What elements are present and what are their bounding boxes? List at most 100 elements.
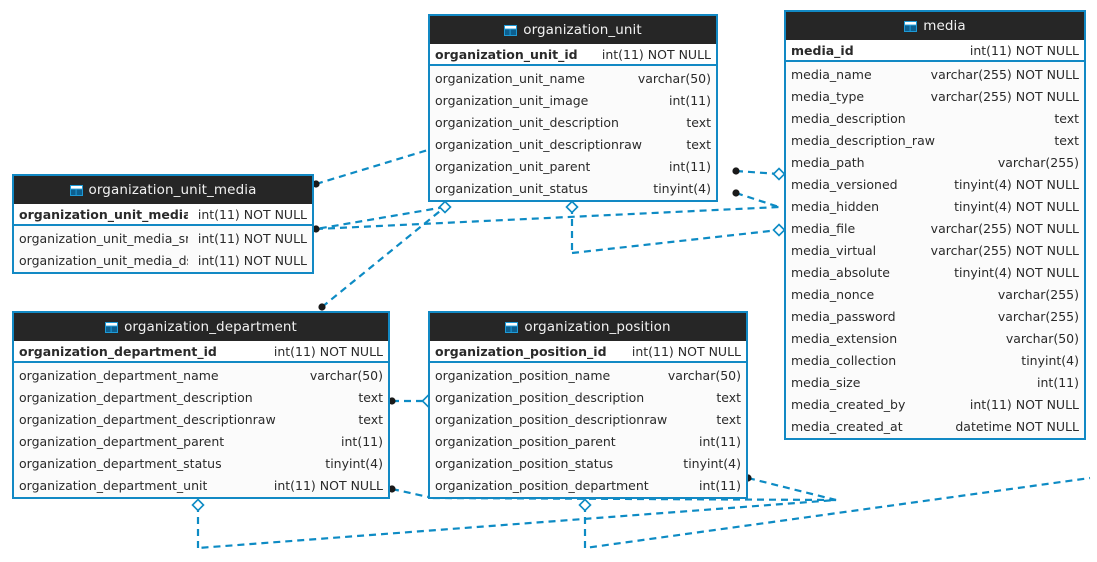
- field-name: media_file: [791, 220, 856, 236]
- field-name: media_size: [791, 374, 861, 390]
- field-row[interactable]: media_file varchar(255) NOT NULL: [786, 217, 1084, 239]
- field-name: organization_position_parent: [435, 433, 616, 449]
- table-icon: [904, 20, 918, 32]
- field-name: organization_unit_name: [435, 70, 585, 86]
- field-name: organization_department_descriptionraw: [19, 411, 276, 427]
- field-row[interactable]: organization_department_unit int(11) NOT …: [14, 474, 388, 496]
- field-type: varchar(50): [309, 367, 383, 383]
- field-type: varchar(255) NOT NULL: [930, 220, 1079, 236]
- field-name: organization_position_id: [435, 343, 607, 359]
- relation-unit-bottom-left-diamond: [315, 205, 446, 231]
- field-type: datetime NOT NULL: [955, 418, 1079, 434]
- field-type: text: [686, 114, 711, 130]
- table-organization_department[interactable]: organization_department organization_depa…: [12, 311, 390, 499]
- table-icon: [504, 24, 518, 36]
- table-title: organization_unit_media: [88, 182, 257, 198]
- field-type: int(11): [699, 433, 741, 449]
- field-type: text: [716, 411, 741, 427]
- field-name: organization_unit_media_dst: [19, 252, 188, 268]
- field-name: organization_unit_description: [435, 114, 619, 130]
- table-icon: [105, 321, 119, 333]
- table-header-organization_department[interactable]: organization_department: [14, 313, 388, 341]
- table-organization_position[interactable]: organization_position organization_positi…: [428, 311, 748, 499]
- field-type: varchar(50): [1005, 330, 1079, 346]
- field-type: tinyint(4): [1021, 352, 1079, 368]
- field-type: int(11) NOT NULL: [969, 396, 1079, 412]
- field-name: organization_unit_media_src: [19, 230, 188, 246]
- table-icon: [505, 321, 519, 333]
- table-header-organization_unit[interactable]: organization_unit: [430, 16, 716, 44]
- field-row[interactable]: media_created_at datetime NOT NULL: [786, 415, 1084, 437]
- table-title: organization_position: [524, 319, 671, 335]
- field-type: text: [1054, 132, 1079, 148]
- field-name: organization_department_unit: [19, 477, 208, 493]
- field-type: tinyint(4) NOT NULL: [954, 176, 1079, 192]
- field-type: text: [716, 389, 741, 405]
- primary-key-row[interactable]: organization_department_id int(11) NOT NU…: [14, 341, 388, 363]
- field-name: organization_unit_image: [435, 92, 589, 108]
- field-type: varchar(255) NOT NULL: [930, 66, 1079, 82]
- field-row[interactable]: organization_position_parent int(11): [430, 430, 746, 452]
- field-name: organization_department_id: [19, 343, 217, 359]
- field-type: int(11) NOT NULL: [273, 477, 383, 493]
- table-header-organization_unit_media[interactable]: organization_unit_media: [14, 176, 312, 204]
- field-name: organization_department_name: [19, 367, 219, 383]
- field-type: text: [1054, 110, 1079, 126]
- field-row[interactable]: organization_unit_description text: [430, 111, 716, 133]
- table-title: organization_department: [124, 319, 297, 335]
- table-header-organization_position[interactable]: organization_position: [430, 313, 746, 341]
- field-name: media_id: [791, 42, 854, 58]
- table-header-media[interactable]: media: [786, 12, 1084, 40]
- field-name: organization_position_department: [435, 477, 649, 493]
- table-icon: [69, 184, 83, 196]
- field-name: media_type: [791, 88, 865, 104]
- field-type: varchar(255): [997, 308, 1079, 324]
- field-name: organization_unit_id: [435, 46, 578, 62]
- field-name: media_created_at: [791, 418, 903, 434]
- field-type: tinyint(4): [683, 455, 741, 471]
- field-row[interactable]: organization_department_name varchar(50): [14, 364, 388, 386]
- field-type: int(11) NOT NULL: [273, 343, 383, 359]
- table-organization_unit_media[interactable]: organization_unit_media organization_unit…: [12, 174, 314, 274]
- relation-endpoint-dot: [732, 189, 740, 197]
